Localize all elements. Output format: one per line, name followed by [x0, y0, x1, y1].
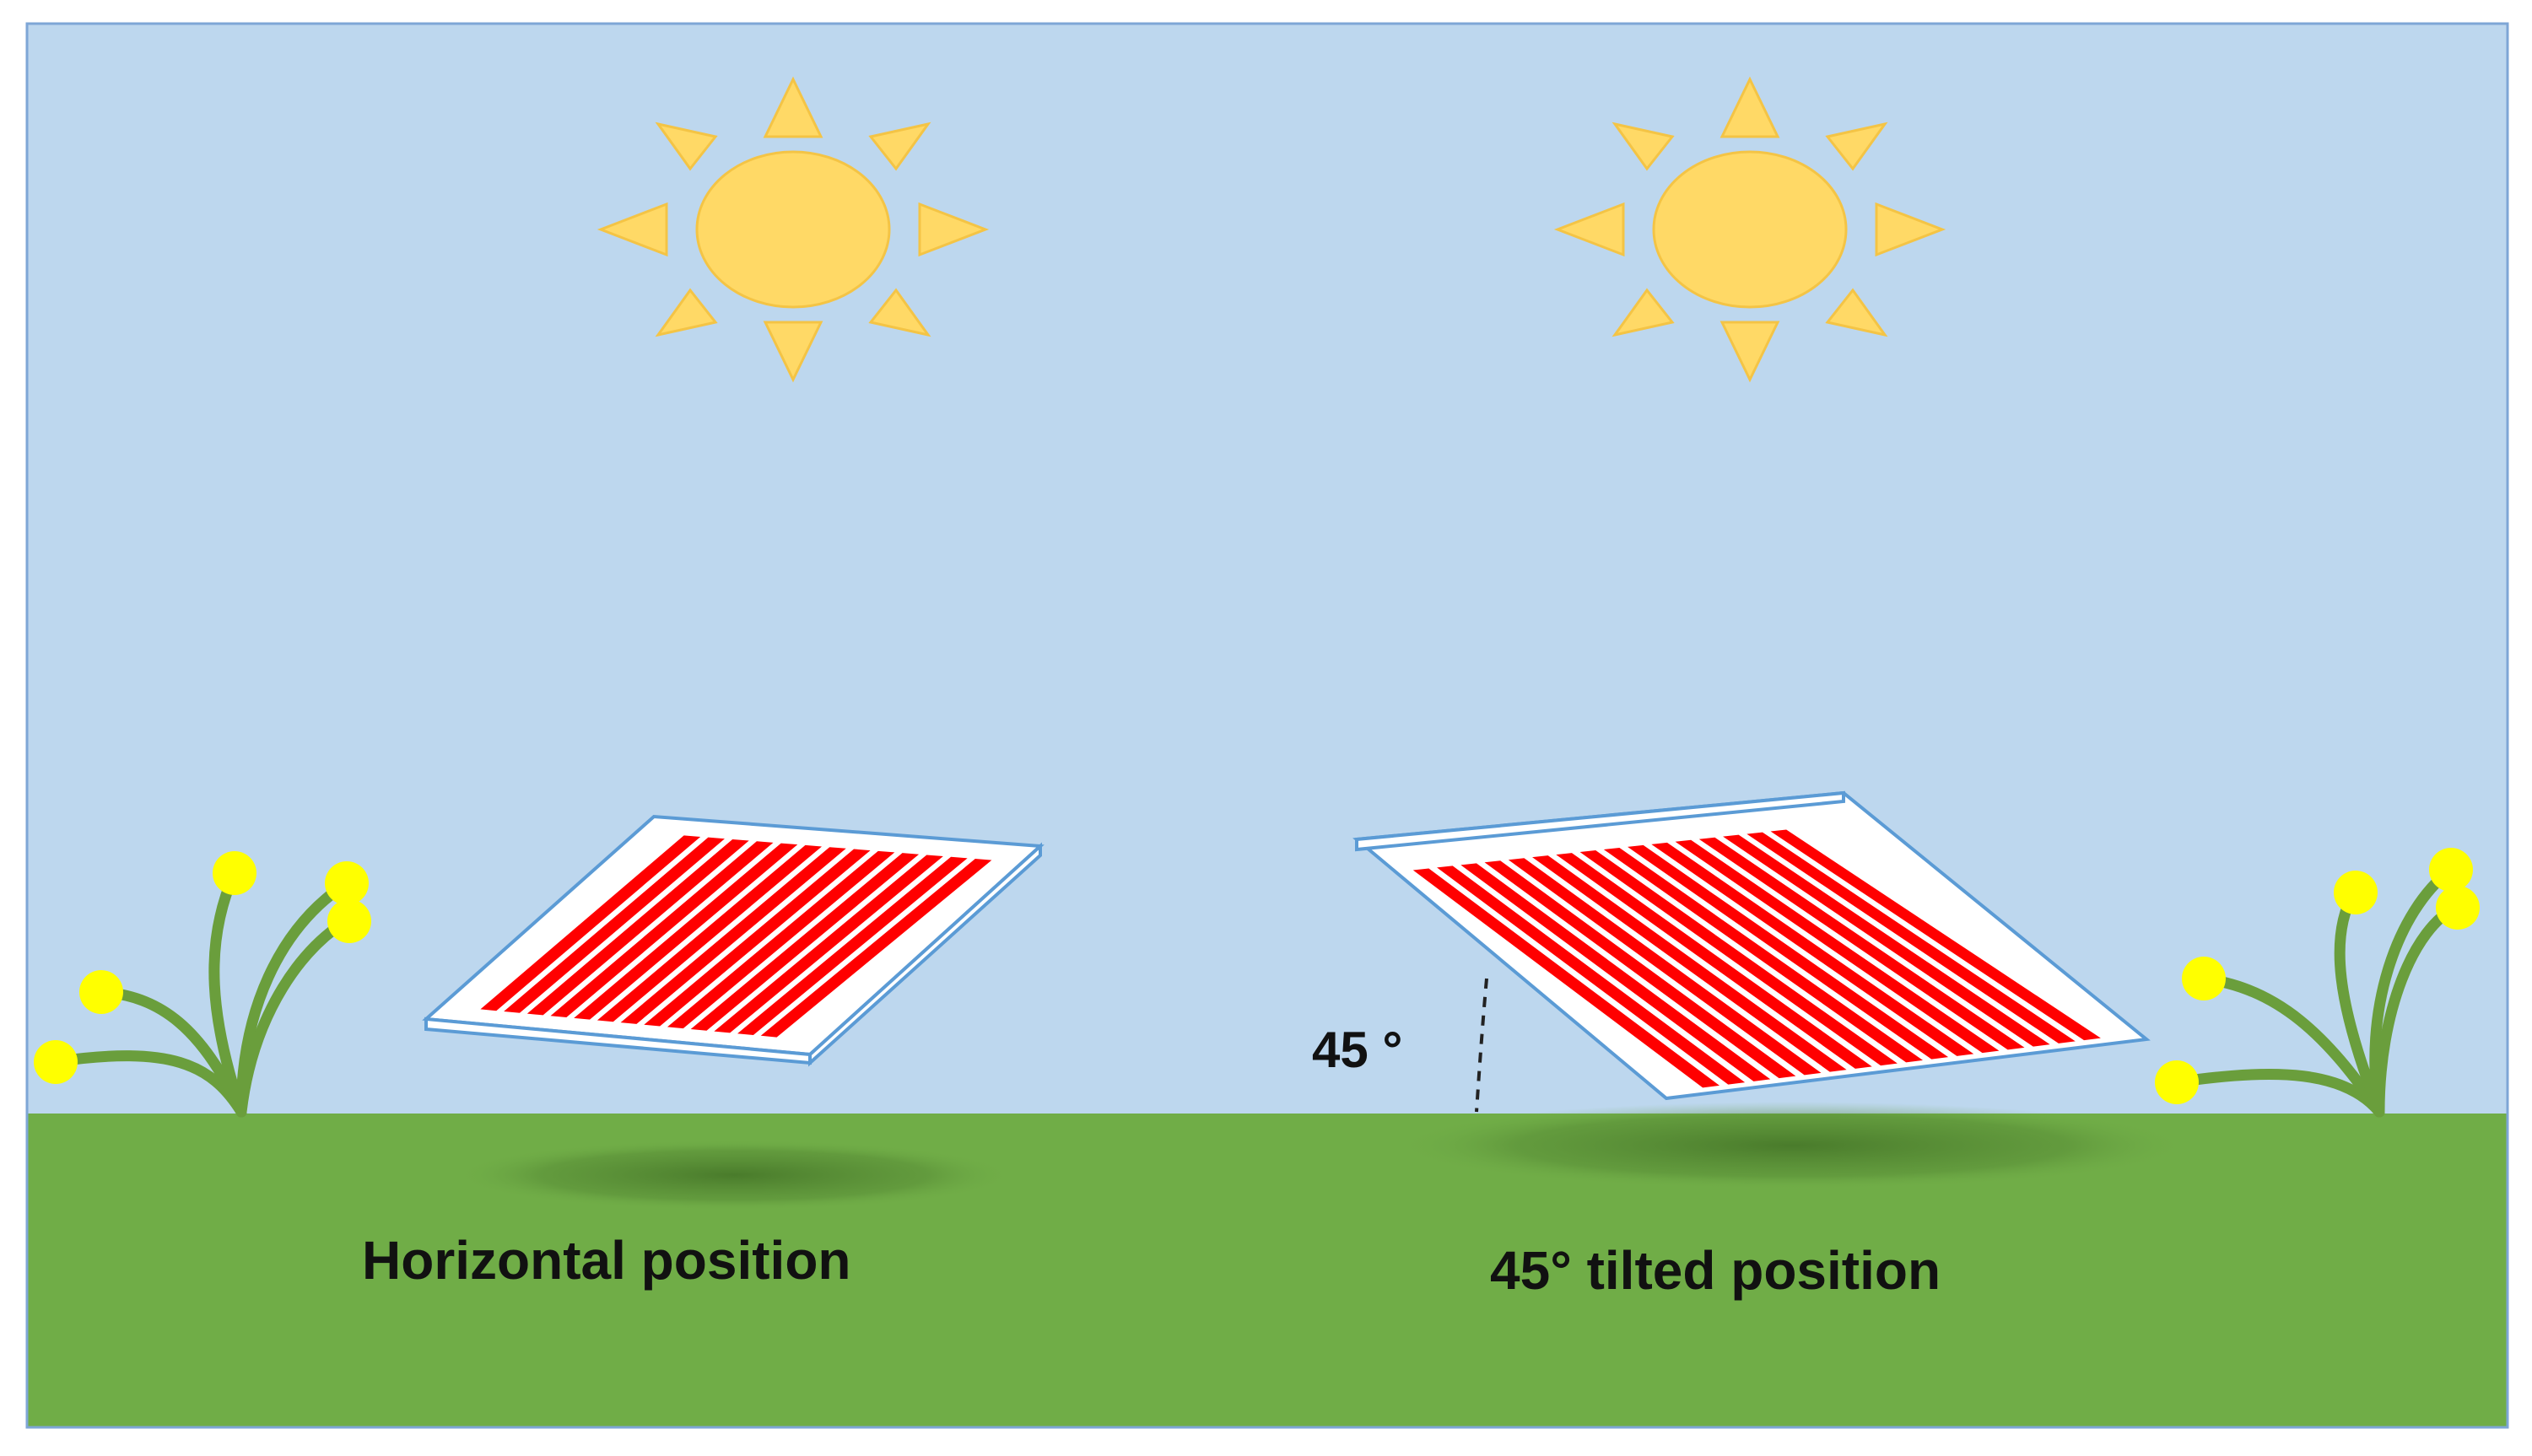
- solar-cell-strip: [1460, 863, 1771, 1081]
- solar-cell-strip: [1723, 834, 2050, 1047]
- solar-cell-strip: [480, 835, 701, 1011]
- solar-cell-strip: [550, 841, 774, 1018]
- angle-arc: [1475, 978, 1488, 1113]
- solar-cell-strip: [1532, 855, 1847, 1072]
- solar-cell-strip: [690, 853, 920, 1031]
- tilted-position-caption: 45° tilted position: [1490, 1240, 1941, 1301]
- solar-cell-strip: [1412, 868, 1720, 1088]
- flower-plant-icon: [2155, 848, 2480, 1118]
- sun-icon: [1553, 76, 1946, 383]
- solar-cell-strip: [1437, 866, 1746, 1085]
- solar-cell-strip: [760, 859, 992, 1038]
- solar-panel-icon: [1352, 790, 2151, 1101]
- tilt-angle-label: 45 °: [1312, 1022, 1403, 1078]
- solar-cell-strip: [504, 837, 725, 1013]
- solar-cell-strip: [1770, 829, 2101, 1041]
- solar-cell-strip: [574, 843, 798, 1020]
- solar-cell-strip: [1651, 842, 1974, 1056]
- flower-plant-icon: [34, 851, 371, 1118]
- sun-icon: [597, 76, 990, 383]
- solar-cell-strip: [1698, 837, 2025, 1050]
- solar-cell-strip: [1508, 858, 1822, 1076]
- solar-cell-strip: [1628, 844, 1949, 1060]
- frame-border: [25, 22, 2509, 1429]
- solar-cell-strips: [1412, 829, 2101, 1088]
- solar-cell-strip: [526, 839, 749, 1016]
- solar-cell-strips: [480, 835, 992, 1038]
- solar-cell-strip: [1746, 832, 2076, 1043]
- solar-cell-strip: [597, 844, 823, 1022]
- solar-cell-strip: [644, 849, 871, 1027]
- solar-cell-strip: [737, 856, 968, 1035]
- solar-panel-icon: [422, 814, 1045, 1067]
- horizontal-position-caption: Horizontal position: [362, 1230, 851, 1291]
- sky: [27, 24, 2508, 1114]
- solar-cell-strip: [1675, 839, 2000, 1054]
- solar-cell-strip: [1484, 860, 1796, 1079]
- solar-cell-strip: [1556, 853, 1872, 1069]
- horizontal-panel-shadow: [456, 1140, 1012, 1211]
- solar-cell-strip: [714, 855, 943, 1033]
- solar-cell-strip: [1579, 850, 1898, 1066]
- tilted-panel-shadow: [1396, 1102, 2189, 1189]
- solar-cell-strip: [667, 850, 895, 1029]
- solar-cell-strip: [620, 847, 846, 1024]
- solar-cell-strip: [1603, 847, 1924, 1063]
